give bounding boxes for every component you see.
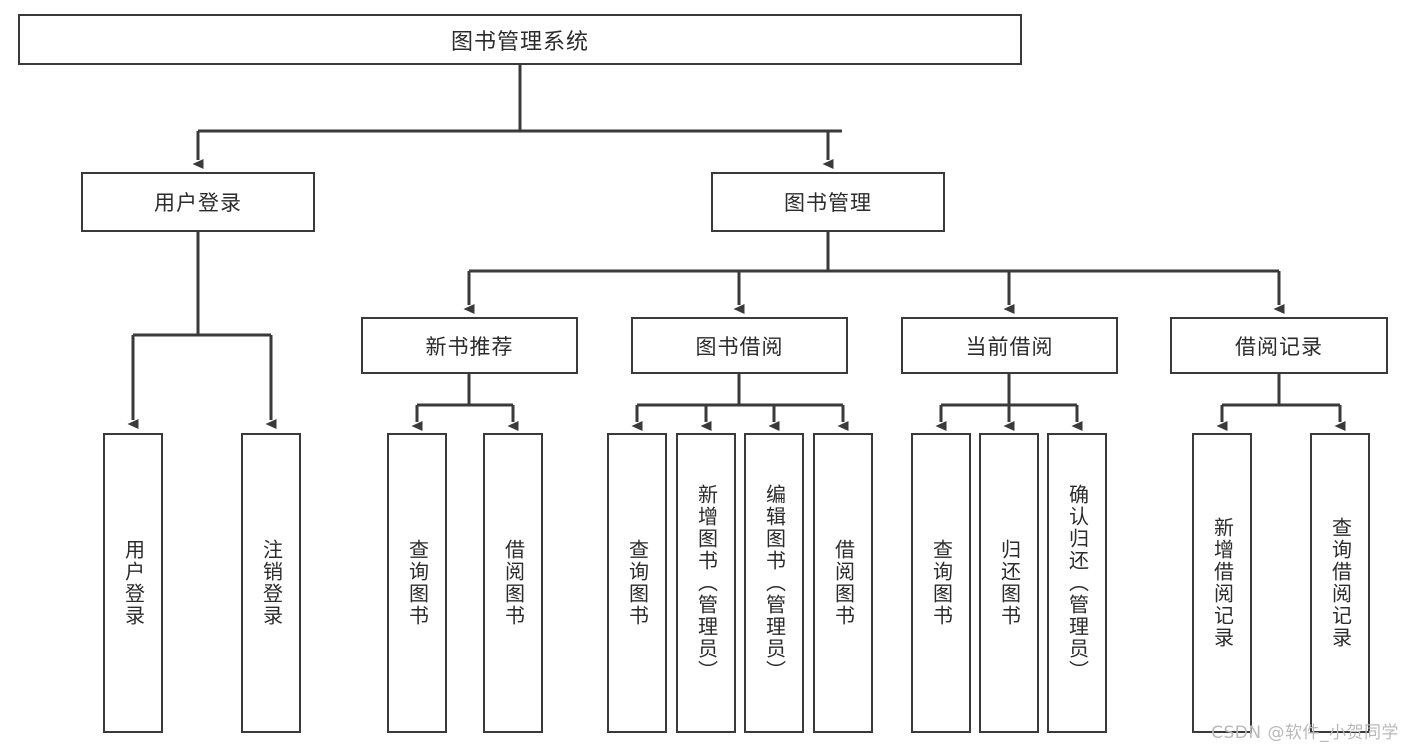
node-label: 新增借阅记录 <box>1210 517 1235 649</box>
node-label: 用户登录 <box>154 191 242 215</box>
node-label: 新增图书（管理员） <box>694 484 719 682</box>
node-label: 当前借阅 <box>965 334 1054 359</box>
node-label: 注销登录 <box>259 539 284 627</box>
node-label: 借阅记录 <box>1235 334 1323 359</box>
node-label: 查询图书 <box>405 539 430 627</box>
node-label: 查询借阅记录 <box>1328 517 1353 649</box>
node-label: 图书管理系统 <box>450 29 589 55</box>
node-label: 借阅图书 <box>501 539 526 627</box>
node-label: 查询图书 <box>625 539 650 627</box>
leaf-current-borrow-query-book[interactable]: 查询图书 <box>911 433 971 733</box>
node-current-borrow[interactable]: 当前借阅 <box>901 317 1118 374</box>
leaf-new-book-borrow-book[interactable]: 借阅图书 <box>483 433 543 733</box>
node-label: 新书推荐 <box>425 334 514 359</box>
leaf-user-login-logout[interactable]: 注销登录 <box>241 433 301 733</box>
leaf-book-borrow-edit-book-admin[interactable]: 编辑图书（管理员） <box>744 433 804 733</box>
leaf-book-borrow-borrow-book[interactable]: 借阅图书 <box>813 433 873 733</box>
node-label: 编辑图书（管理员） <box>762 484 787 682</box>
node-user-login[interactable]: 用户登录 <box>81 172 315 232</box>
node-label: 图书借阅 <box>695 334 784 359</box>
node-root-book-management-system[interactable]: 图书管理系统 <box>18 14 1022 65</box>
leaf-user-login-login[interactable]: 用户登录 <box>103 433 163 733</box>
watermark: CSDN @软件_小贺同学 <box>1211 723 1399 743</box>
node-book-borrow[interactable]: 图书借阅 <box>631 317 848 374</box>
leaf-book-borrow-add-book-admin[interactable]: 新增图书（管理员） <box>676 433 736 733</box>
node-label: 借阅图书 <box>831 539 856 627</box>
node-borrow-record[interactable]: 借阅记录 <box>1170 317 1388 374</box>
node-label: 确认归还（管理员） <box>1065 484 1090 682</box>
node-label: 查询图书 <box>929 539 954 627</box>
node-label: 归还图书 <box>997 539 1022 627</box>
leaf-current-borrow-return-book[interactable]: 归还图书 <box>979 433 1039 733</box>
node-label: 图书管理 <box>784 191 872 215</box>
leaf-current-borrow-confirm-return-admin[interactable]: 确认归还（管理员） <box>1047 433 1107 733</box>
node-label: 用户登录 <box>121 539 146 627</box>
leaf-book-borrow-query-book[interactable]: 查询图书 <box>607 433 667 733</box>
leaf-new-book-query-book[interactable]: 查询图书 <box>387 433 447 733</box>
node-new-book-recommend[interactable]: 新书推荐 <box>361 317 578 374</box>
leaf-borrow-record-query-record[interactable]: 查询借阅记录 <box>1310 433 1370 733</box>
node-book-management[interactable]: 图书管理 <box>711 172 945 232</box>
leaf-borrow-record-add-record[interactable]: 新增借阅记录 <box>1192 433 1252 733</box>
